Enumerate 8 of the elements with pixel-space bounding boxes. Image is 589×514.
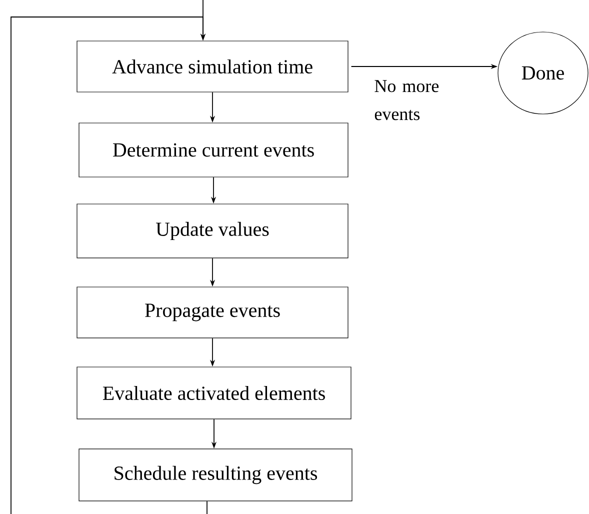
process-box: Schedule resulting events: [78, 448, 352, 502]
edge-label: No more events: [374, 80, 439, 120]
process-box: Update values: [76, 204, 348, 258]
process-box: Advance simulation time: [76, 40, 348, 92]
process-box: Determine current events: [78, 122, 348, 178]
arrow: [10, 16, 208, 514]
process-box: Propagate events: [76, 286, 348, 338]
process-box: Evaluate activated elements: [76, 366, 352, 420]
